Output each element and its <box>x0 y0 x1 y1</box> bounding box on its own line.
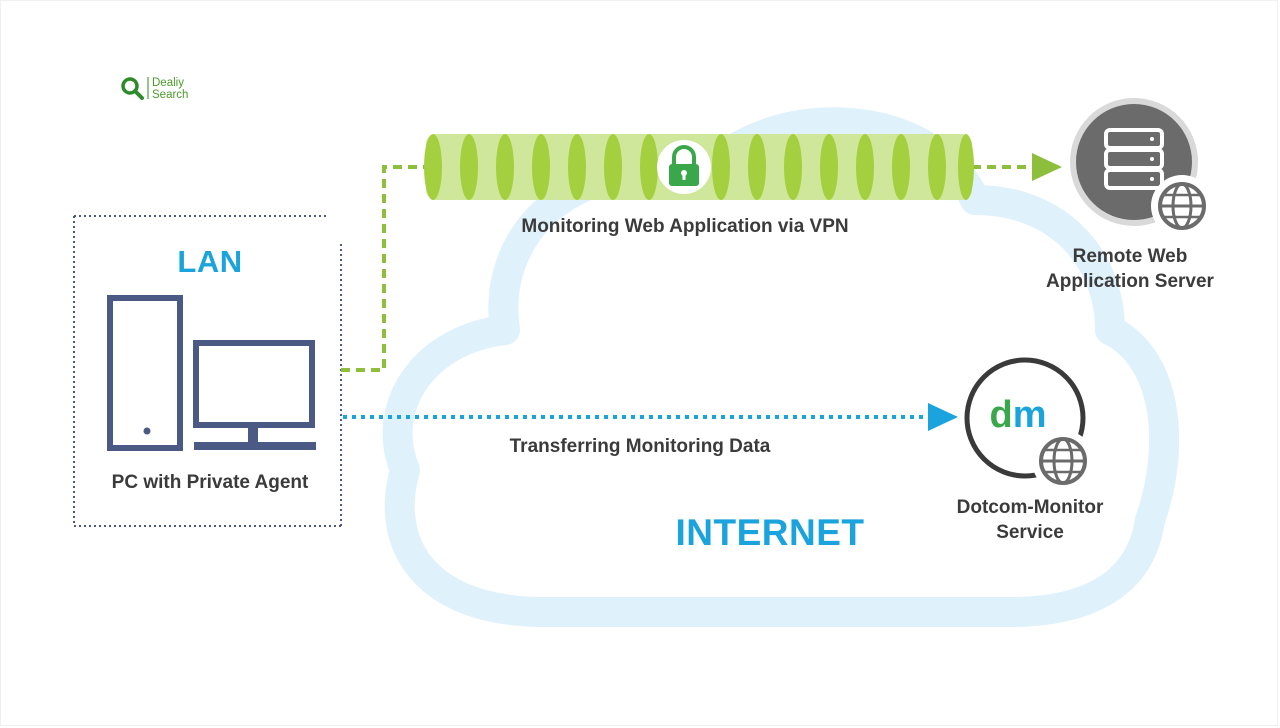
dotcom-label-line2: Service <box>996 522 1064 543</box>
vpn-connector <box>341 153 1062 372</box>
pc-label: PC with Private Agent <box>111 472 309 493</box>
dotcom-label-line1: Dotcom-Monitor <box>956 497 1104 518</box>
svg-text:dm: dm <box>989 394 1046 436</box>
transfer-connector <box>343 403 958 431</box>
transfer-link-label: Transferring Monitoring Data <box>509 436 771 457</box>
lock-icon <box>657 140 711 194</box>
search-icon <box>121 77 149 100</box>
vpn-tunnel <box>424 134 974 200</box>
vpn-link-label: Monitoring Web Application via VPN <box>521 216 849 237</box>
brand-line1: Dealiy <box>152 77 184 89</box>
brand-line2: Search <box>152 89 189 101</box>
remote-server-label-line2: Application Server <box>1046 271 1214 292</box>
internet-cloud <box>382 107 1180 627</box>
lan-boundary <box>73 215 342 527</box>
monitor-icon <box>193 340 316 450</box>
globe-icon <box>1151 175 1213 237</box>
remote-server-label-line1: Remote Web <box>1072 246 1188 267</box>
pc-tower-icon <box>107 295 183 451</box>
lan-label: LAN <box>177 244 243 279</box>
dm-globe-icon <box>1032 430 1094 492</box>
internet-label: INTERNET <box>675 512 865 553</box>
